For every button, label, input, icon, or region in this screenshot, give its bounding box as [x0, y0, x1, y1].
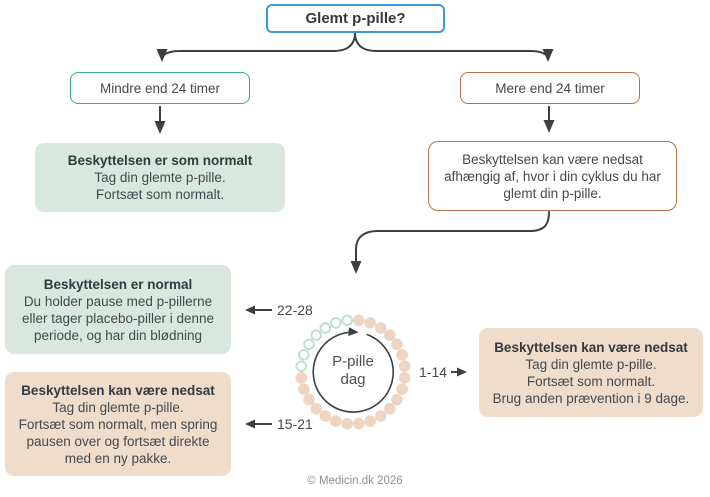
- pill-dot-day-10: [391, 393, 403, 406]
- box-line: Tag din glemte p-pille.: [52, 399, 184, 415]
- pill-dot-day-24: [303, 338, 315, 351]
- box-line: Fortsæt som normalt, men spring: [18, 416, 218, 432]
- box-line: periode, og har din blødning: [33, 327, 203, 343]
- cycle-direction-circle: [312, 327, 394, 413]
- pause-period-box: Beskyttelsen er normal Du holder pause m…: [5, 265, 231, 354]
- pill-cycle-dots: [295, 314, 411, 430]
- arrow-result-to-cycle: [350, 211, 550, 274]
- box-line: Fortsæt som normalt.: [526, 373, 656, 389]
- box-line: glemt din p-pille.: [503, 185, 602, 201]
- pill-dot-day-16: [330, 415, 342, 427]
- branch-less-than-24h: Mindre end 24 timer: [70, 72, 250, 104]
- arrow-title-to-left-branch: [156, 32, 356, 62]
- pill-dot-day-9: [396, 383, 408, 396]
- box-line: Fortsæt som normalt.: [95, 187, 225, 202]
- pill-dot-day-2: [364, 317, 377, 329]
- days-22-28-label: 22-28: [277, 302, 313, 318]
- cycle-center-line: P-pille: [332, 353, 374, 370]
- pill-dot-day-6: [396, 349, 408, 361]
- cycle-center-label: P-pille dag: [313, 353, 393, 389]
- box-line: Tag din glemte p-pille.: [525, 356, 657, 372]
- pill-dot-day-17: [319, 410, 332, 422]
- days-15-21-label: 15-21: [277, 416, 313, 432]
- pill-dot-day-7: [398, 360, 411, 373]
- protection-normal-result-box: Beskyttelsen er som normalt Tag din glem…: [35, 143, 285, 212]
- box-line: Brug anden prævention i 9 dage.: [492, 390, 690, 406]
- branch-more-than-24h: Mere end 24 timer: [460, 72, 640, 104]
- arrow-title-to-right-branch: [354, 32, 554, 62]
- pill-dot-day-3: [374, 322, 387, 334]
- pill-dot-day-19: [303, 393, 315, 406]
- pill-dot-day-23: [298, 349, 310, 361]
- title-box: Glemt p-pille?: [266, 4, 445, 33]
- pill-dot-day-25: [310, 329, 323, 342]
- box-line: Du holder pause med p-pillerne: [23, 293, 213, 309]
- pill-dot-day-18: [310, 403, 323, 415]
- pill-dot-day-22: [295, 360, 308, 373]
- pill-dot-day-5: [391, 338, 403, 351]
- pill-dot-day-4: [384, 329, 396, 342]
- pill-dot-day-8: [398, 372, 411, 384]
- box-line: Beskyttelsen kan være nedsat: [462, 151, 643, 167]
- box-heading: Beskyttelsen kan være nedsat: [21, 382, 215, 398]
- pill-dot-day-13: [364, 415, 377, 427]
- box-line: pausen over og fortsæt direkte: [26, 433, 210, 449]
- pill-dot-day-20: [298, 383, 310, 396]
- box-heading: Beskyttelsen er normal: [43, 276, 193, 292]
- copyright-footer: © Medicin.dk 2026: [307, 475, 403, 487]
- days-1-14-label: 1-14: [419, 364, 448, 380]
- pill-dot-day-14: [353, 417, 365, 430]
- pill-dot-day-27: [330, 317, 342, 329]
- branch-label: Mere end 24 timer: [495, 80, 605, 96]
- pill-dot-day-21: [295, 372, 308, 384]
- pill-dot-day-15: [341, 417, 354, 430]
- box-heading: Beskyttelsen er som normalt: [67, 153, 253, 168]
- missed-late-box: Beskyttelsen kan være nedsat Tag din gle…: [5, 372, 231, 476]
- protection-depends-result-box: Beskyttelsen kan være nedsat afhængig af…: [428, 141, 677, 211]
- cycle-center-line: dag: [340, 371, 366, 388]
- missed-early-box: Beskyttelsen kan være nedsat Tag din gle…: [479, 328, 703, 417]
- pill-dot-day-11: [384, 403, 396, 415]
- page-title: Glemt p-pille?: [305, 10, 406, 27]
- pill-dot-day-12: [374, 410, 387, 422]
- box-line: afhængig af, hvor i din cyklus du har: [444, 168, 661, 184]
- pill-dot-day-1: [353, 314, 365, 327]
- box-line: eller tager placebo-piller i denne: [21, 310, 215, 326]
- box-line: Tag din glemte p-pille.: [94, 170, 226, 185]
- pill-dot-day-26: [319, 322, 332, 334]
- pill-dot-day-28: [341, 314, 354, 327]
- box-line: med en ny pakke.: [64, 450, 172, 466]
- box-heading: Beskyttelsen kan være nedsat: [494, 339, 688, 355]
- branch-label: Mindre end 24 timer: [99, 80, 221, 96]
